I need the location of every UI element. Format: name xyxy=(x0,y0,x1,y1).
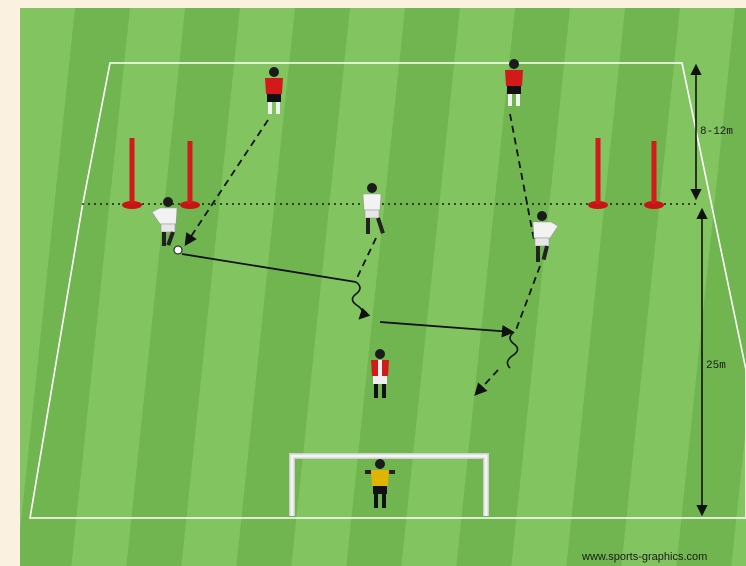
credit-text: www.sports-graphics.com xyxy=(581,551,707,563)
pole-marker-1 xyxy=(122,138,142,209)
player-red-striker xyxy=(371,349,389,398)
pass-line xyxy=(184,119,269,247)
pass-line xyxy=(355,237,377,281)
goal xyxy=(289,453,489,516)
player-red-left xyxy=(265,67,283,114)
player-white-receiver xyxy=(532,211,559,262)
lower-distance-label: 25m xyxy=(706,360,726,372)
pass-line xyxy=(509,113,535,241)
dribble-path xyxy=(506,331,519,369)
upper-distance-label: 8-12m xyxy=(700,126,733,138)
pass-line xyxy=(474,369,499,396)
ball-path xyxy=(181,253,357,283)
pole-marker-4 xyxy=(644,141,664,209)
pole-marker-3 xyxy=(588,138,608,209)
pitch-diagram: 8-12m 25m www.sports-graphics.com xyxy=(20,8,746,566)
dribble-path xyxy=(351,281,371,320)
diagram-frame: 8-12m 25m www.sports-graphics.com xyxy=(20,8,746,566)
player-red-right xyxy=(505,59,523,106)
goalkeeper xyxy=(365,459,395,508)
player-white-center xyxy=(362,183,385,234)
player-white-passer xyxy=(151,197,183,255)
field-boundary xyxy=(29,62,746,519)
pole-marker-2 xyxy=(180,141,200,209)
ball-path xyxy=(379,321,515,338)
